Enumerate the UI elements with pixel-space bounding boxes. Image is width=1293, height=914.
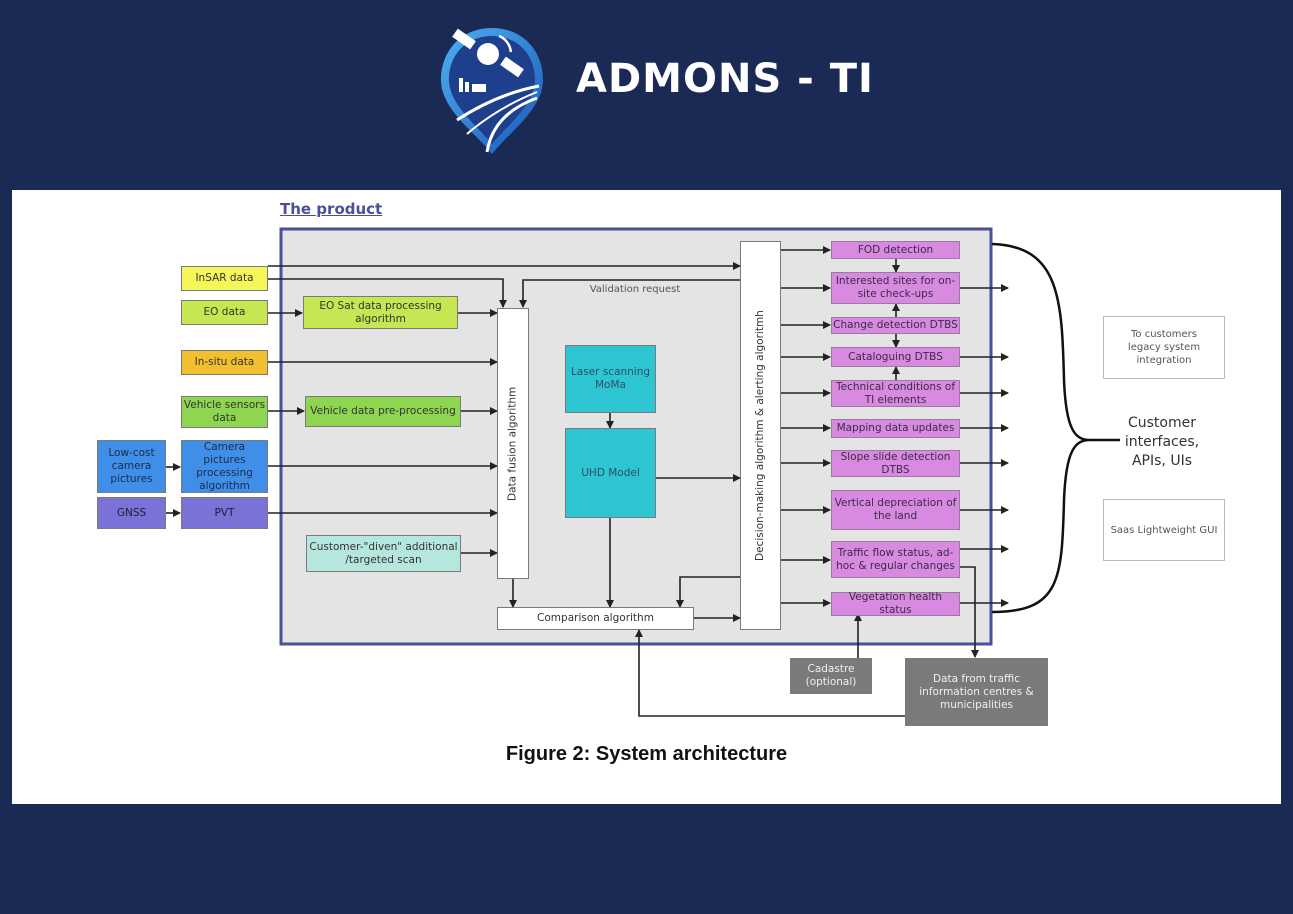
customer-interfaces-label: Customer interfaces, APIs, UIs <box>1124 415 1200 469</box>
arrow-validation <box>519 279 740 308</box>
validation-request-label: Validation request <box>589 284 681 295</box>
brace <box>991 242 1091 614</box>
camera-processing: Camera pictures processing algorithm <box>181 440 268 493</box>
legacy-integration-box: To customers legacy system integration <box>1103 316 1225 379</box>
eo-sat-processing: EO Sat data processing algorithm <box>303 296 458 329</box>
output-cataloguing: Cataloguing DTBS <box>831 347 960 367</box>
output-interested-sites: Interested sites for on-site check-ups <box>831 272 960 304</box>
input-insitu: In-situ data <box>181 350 268 375</box>
cadastre-box: Cadastre (optional) <box>790 658 872 694</box>
figure-caption: Figure 2: System architecture <box>505 743 788 765</box>
arrow-decision-comparison <box>676 576 740 608</box>
output-slope-slide: Slope slide detection DTBS <box>831 450 960 477</box>
output-fod: FOD detection <box>831 241 960 259</box>
input-camera-pictures: Low-cost camera pictures <box>97 440 166 493</box>
customer-scan: Customer-"diven" additional /targeted sc… <box>306 535 461 572</box>
logo-icon <box>441 28 543 154</box>
saas-gui-box: Saas Lightweight GUI <box>1103 499 1225 561</box>
output-vertical-depreciation: Vertical depreciation of the land <box>831 490 960 530</box>
uhd-model: UHD Model <box>565 428 656 518</box>
output-traffic-flow: Traffic flow status, ad-hoc & regular ch… <box>831 541 960 578</box>
input-gnss: GNSS <box>97 497 166 529</box>
arrow-traffic-datacentres <box>960 566 979 658</box>
connectors <box>166 246 1009 717</box>
traffic-data-box: Data from traffic information centres & … <box>905 658 1048 726</box>
header: ADMONS - TI <box>0 0 1293 180</box>
decision-making-algorithm: Decision-making algorithm & alerting alg… <box>740 241 781 630</box>
output-technical-conditions: Technical conditions of TI elements <box>831 380 960 407</box>
pvt: PVT <box>181 497 268 529</box>
input-vehicle-sensors: Vehicle sensors data <box>181 396 268 428</box>
vehicle-preprocessing: Vehicle data pre-processing <box>305 396 461 427</box>
arrow-datacentres-comparison <box>635 629 905 717</box>
data-fusion-algorithm: Data fusion algorithm <box>497 308 529 579</box>
output-mapping-updates: Mapping data updates <box>831 419 960 438</box>
output-change-detection: Change detection DTBS <box>831 317 960 334</box>
laser-scanning: Laser scanning MoMa <box>565 345 656 413</box>
input-eo: EO data <box>181 300 268 325</box>
output-vegetation-health: Vegetation health status <box>831 591 960 616</box>
brand-title: ADMONS - TI <box>576 56 874 102</box>
input-insar: InSAR data <box>181 266 268 291</box>
section-title: The product <box>280 200 383 218</box>
comparison-algorithm: Comparison algorithm <box>497 607 694 630</box>
arrow-insar-fusion <box>268 278 507 308</box>
